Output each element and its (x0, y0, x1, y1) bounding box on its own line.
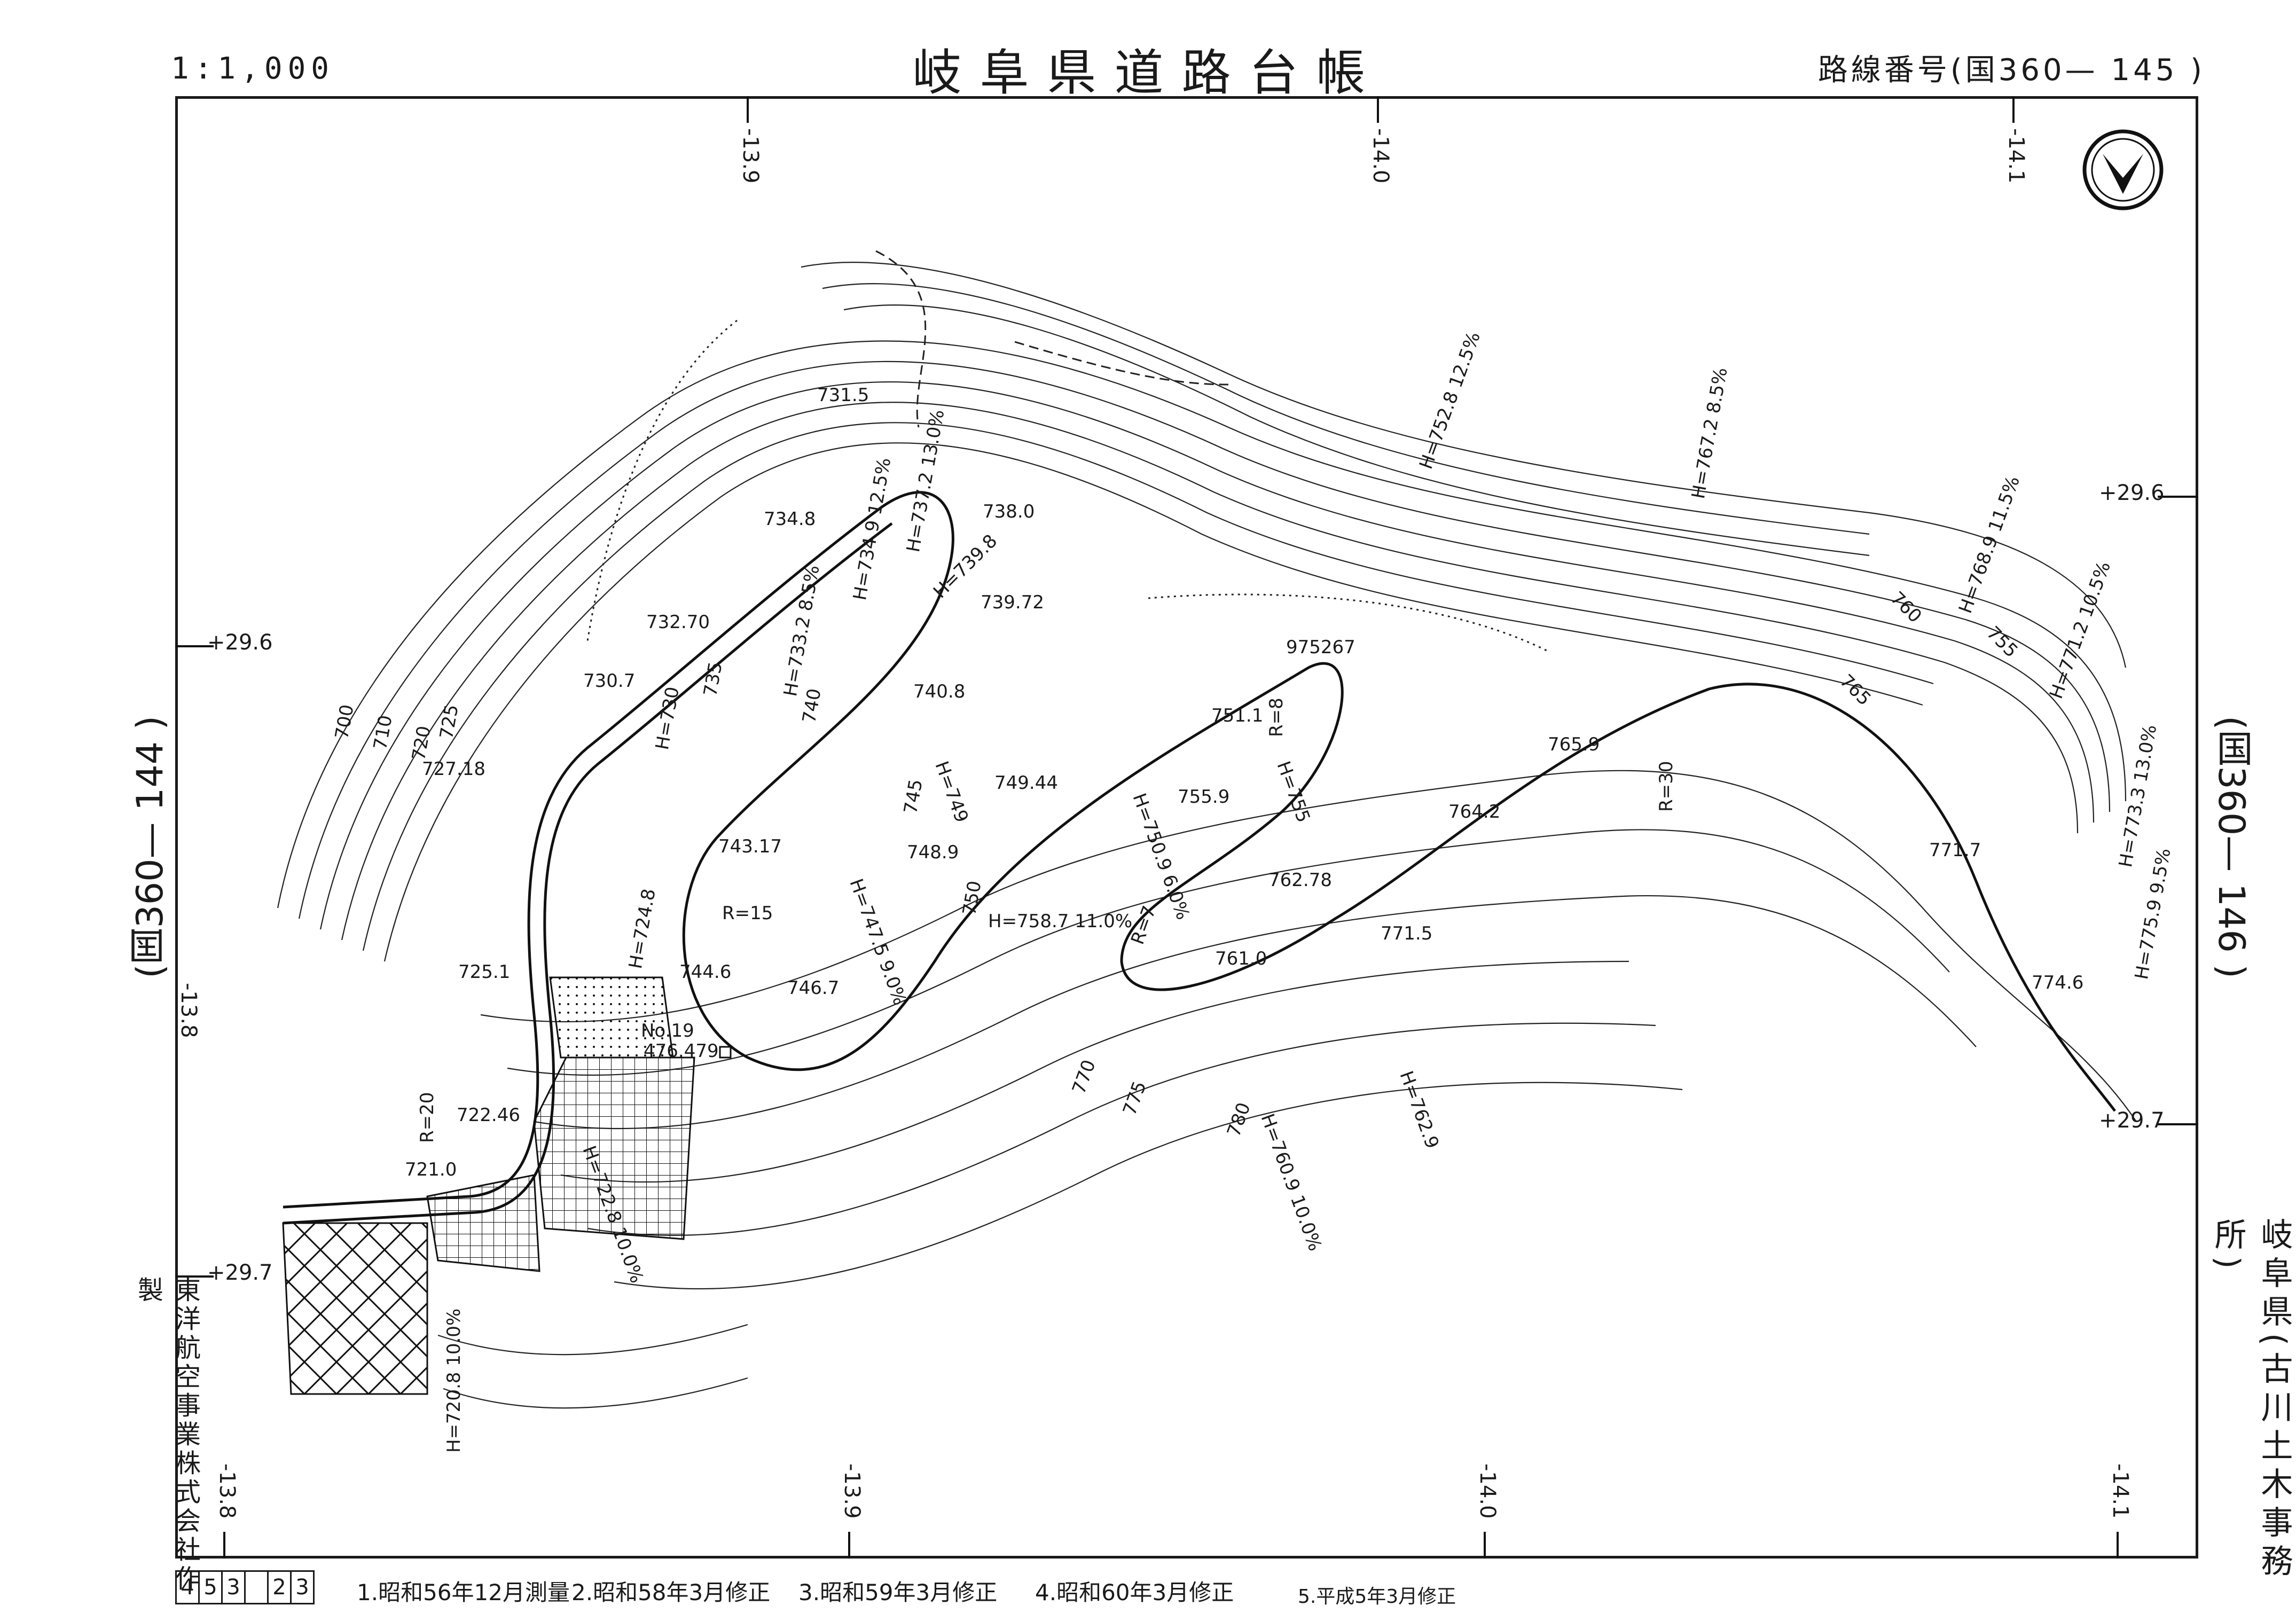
radius-label: R=30 (1656, 761, 1677, 812)
spot-elev: 748.9 (907, 842, 959, 863)
radius-label: R=20 (417, 1092, 438, 1143)
route-number: 路線番号(国360— 145 ) (1817, 53, 2205, 88)
survey-station-marker (719, 1046, 732, 1059)
spot-elev: 744.6 (679, 961, 732, 983)
revision-history-item: 3.昭和59年3月修正 (798, 1579, 998, 1606)
spot-elev: 761.0 (1215, 948, 1267, 969)
tick-bottom-4: -14.1 (2108, 1463, 2133, 1519)
tick-bottom-2: -13.9 (840, 1463, 864, 1519)
spot-elev: 762.78 (1268, 870, 1332, 891)
spot-elev: 751.1 (1211, 705, 1264, 726)
revision-history-item: 5.平成5年3月修正 (1298, 1586, 1456, 1608)
hatched-area (282, 1222, 428, 1395)
spot-elev: 746.7 (787, 977, 840, 999)
revision-box (244, 1570, 269, 1604)
spot-elev: 730.7 (583, 670, 636, 692)
tick-bottom-3: -14.0 (1475, 1463, 1500, 1519)
spot-elev: 731.5 (817, 385, 869, 406)
spot-elev: 749.44 (994, 772, 1058, 794)
adjacent-sheet-right: (国360— 146 ) (2210, 716, 2252, 978)
spot-elev: 764.2 (1448, 801, 1501, 823)
spot-elev: 771.5 (1381, 923, 1433, 944)
spot-elev: 755.9 (1178, 786, 1230, 808)
boundary-line (875, 250, 1229, 428)
revision-box: 3 (290, 1570, 315, 1604)
tick-top-2: -14.0 (1368, 128, 1393, 184)
spot-elev: 771.7 (1929, 840, 1981, 861)
spot-elev: 722.46 (457, 1105, 520, 1126)
dotted-area (549, 976, 674, 1059)
tick-left-2: +29.7 (207, 1260, 273, 1285)
spot-elev: 765.9 (1548, 734, 1600, 755)
radius-label: R=8 (1266, 698, 1287, 737)
station-label: No.19 (641, 1020, 694, 1041)
tick-right-2: +29.7 (2099, 1108, 2165, 1133)
map-frame (175, 96, 2198, 1559)
road-office: 岐阜県(古川土木事務所) (2209, 1218, 2293, 1583)
revision-box: 3 (221, 1570, 246, 1604)
revision-index-boxes: 4 5 3 2 3 (175, 1570, 315, 1604)
tick-bottom-1: -13.8 (215, 1463, 239, 1519)
spot-elev: 732.70 (646, 612, 710, 633)
sheet-title: 岐阜県道路台帳 (912, 44, 1384, 101)
spot-elev: 774.6 (2032, 972, 2084, 993)
contour-lines (277, 262, 2137, 1409)
spot-elev: 740.8 (913, 681, 966, 702)
spot-elev: 975267 (1286, 637, 1355, 658)
spot-elev: 738.0 (983, 501, 1035, 522)
grade-label: H=758.7 11.0% (988, 911, 1133, 932)
grade-label: H=720.8 10.0% (443, 1308, 465, 1453)
revision-box: 2 (267, 1570, 292, 1604)
revision-history-item: 1.昭和56年12月測量 (357, 1579, 570, 1606)
map-scale: 1:1,000 (171, 51, 335, 86)
grid-ticks (175, 96, 2198, 1559)
spot-elev: 734.8 (764, 508, 816, 530)
tick-left-1: +29.6 (207, 630, 273, 655)
tick-top-3: -14.1 (2004, 128, 2028, 184)
spot-elev: 725.1 (458, 961, 511, 983)
spot-elev: 727.18 (422, 758, 485, 780)
tick-left-3: -13.8 (176, 983, 201, 1038)
revision-box: 5 (198, 1570, 223, 1604)
dotted-path (586, 319, 738, 641)
spot-elev: 721.0 (405, 1159, 457, 1180)
north-arrow-icon (2082, 129, 2164, 210)
spot-elev: 739.72 (981, 592, 1044, 613)
station-elevation: 476.479 (644, 1040, 719, 1062)
revision-history-item: 2.昭和58年3月修正 (571, 1579, 771, 1606)
tick-top-1: -13.9 (738, 128, 763, 184)
radius-label: R=15 (722, 903, 773, 924)
revision-history-item: 4.昭和60年3月修正 (1035, 1579, 1234, 1606)
revision-box: 4 (175, 1570, 200, 1604)
spot-elev: 743.17 (718, 836, 782, 857)
tick-right-1: +29.6 (2099, 481, 2165, 505)
